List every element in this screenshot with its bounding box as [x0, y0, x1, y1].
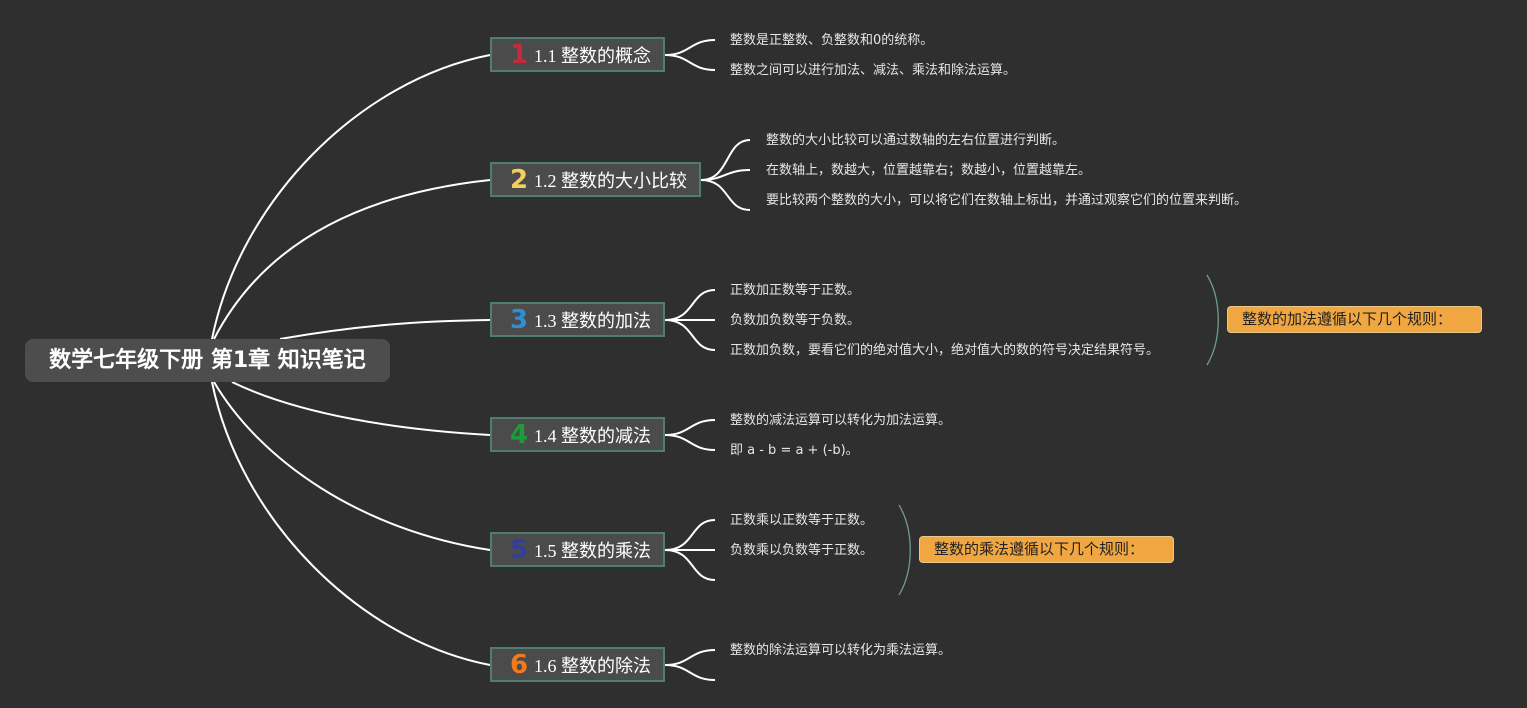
link-root-topic-3 [279, 319, 491, 340]
link-root-topic-2 [213, 179, 491, 340]
topic-5[interactable]: 5 1.5 整数的乘法 [490, 532, 665, 567]
topic-2-note-1[interactable]: 整数的大小比较可以通过数轴的左右位置进行判断。 [766, 133, 1066, 148]
link-root-topic-6 [211, 381, 491, 666]
number-6-icon: 6 [509, 649, 529, 680]
link-topic2-note3 [700, 179, 751, 211]
root-title: 数学七年级下册 第1章 知识笔记 [49, 348, 366, 373]
summary-bracket-topic5 [898, 504, 911, 596]
link-topic6-note2 [664, 664, 716, 681]
topic-2-note-2[interactable]: 在数轴上，数越大，位置越靠右；数越小，位置越靠左。 [766, 163, 1092, 178]
topic-2[interactable]: 2 1.2 整数的大小比较 [490, 162, 701, 197]
topic-1[interactable]: 1 1.1 整数的概念 [490, 37, 665, 72]
link-topic5-note1 [664, 519, 716, 551]
topic-3-note-1[interactable]: 正数加正数等于正数。 [730, 283, 861, 298]
topic-3-label: 1.3 整数的加法 [534, 310, 651, 331]
topic-3[interactable]: 3 1.3 整数的加法 [490, 302, 665, 337]
link-topic4-note1 [664, 419, 716, 436]
number-5-icon: 5 [509, 534, 529, 565]
topic-5-note-1[interactable]: 正数乘以正数等于正数。 [730, 513, 874, 528]
link-topic1-note1 [664, 39, 716, 56]
topic-3-note-2[interactable]: 负数加负数等于负数。 [730, 313, 861, 328]
topic-2-label: 1.2 整数的大小比较 [534, 170, 687, 191]
link-root-topic-5 [213, 381, 491, 551]
link-topic1-note2 [664, 54, 716, 71]
topic-4-label: 1.4 整数的减法 [534, 425, 651, 446]
link-topic3-note3 [664, 319, 716, 351]
link-topic4-note2 [664, 434, 716, 451]
topic-5-summary-callout[interactable]: 整数的乘法遵循以下几个规则： [919, 536, 1174, 563]
link-root-topic-1 [211, 54, 491, 340]
topic-5-label: 1.5 整数的乘法 [534, 540, 651, 561]
topic-6-label: 1.6 整数的除法 [534, 655, 651, 676]
link-root-topic-4 [231, 381, 491, 436]
topic-4[interactable]: 4 1.4 整数的减法 [490, 417, 665, 452]
number-4-icon: 4 [509, 419, 529, 450]
link-topic6-note1 [664, 649, 716, 666]
topic-1-label: 1.1 整数的概念 [534, 45, 651, 66]
number-3-icon: 3 [509, 304, 529, 335]
topic-1-note-1[interactable]: 整数是正整数、负整数和0的统称。 [730, 33, 934, 48]
number-1-icon: 1 [509, 39, 529, 70]
topic-6[interactable]: 6 1.6 整数的除法 [490, 647, 665, 682]
topic-4-note-2[interactable]: 即 a - b = a + (-b)。 [730, 443, 859, 458]
number-2-icon: 2 [509, 164, 529, 195]
topic-4-note-1[interactable]: 整数的减法运算可以转化为加法运算。 [730, 413, 952, 428]
topic-1-note-2[interactable]: 整数之间可以进行加法、减法、乘法和除法运算。 [730, 63, 1017, 78]
link-topic5-note3 [664, 549, 716, 581]
link-topic3-note1 [664, 289, 716, 321]
summary-bracket-topic3 [1206, 274, 1219, 366]
topic-5-note-2[interactable]: 负数乘以负数等于正数。 [730, 543, 874, 558]
topic-6-note-1[interactable]: 整数的除法运算可以转化为乘法运算。 [730, 643, 952, 658]
topic-3-note-3[interactable]: 正数加负数，要看它们的绝对值大小，绝对值大的数的符号决定结果符号。 [730, 343, 1160, 358]
topic-2-note-3[interactable]: 要比较两个整数的大小，可以将它们在数轴上标出，并通过观察它们的位置来判断。 [766, 193, 1248, 208]
root-topic[interactable]: 数学七年级下册 第1章 知识笔记 [25, 339, 390, 382]
topic-3-summary-callout[interactable]: 整数的加法遵循以下几个规则： [1227, 306, 1482, 333]
